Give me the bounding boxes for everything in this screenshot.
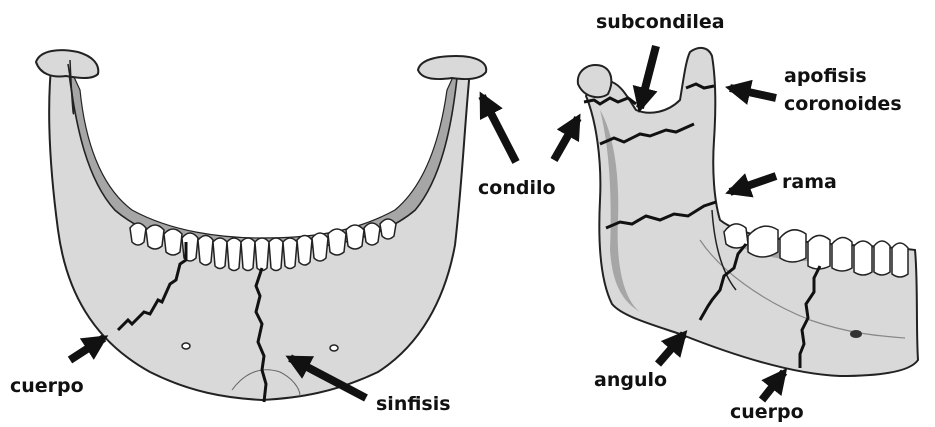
front-mandible — [36, 50, 486, 402]
label-cuerpo-side: cuerpo — [730, 401, 804, 423]
front-right-condyle — [418, 56, 486, 79]
label-rama: rama — [782, 171, 837, 193]
side-condyle — [578, 65, 612, 97]
cuerpo-side-arrow — [762, 372, 784, 400]
left-mental-foramen — [182, 343, 190, 349]
apofisis-arrow — [730, 88, 776, 98]
label-apofisis-line2: coronoides — [784, 93, 902, 115]
condilo-arrow-right — [554, 118, 578, 160]
label-sinfisis: sinfisis — [376, 393, 451, 415]
condilo-arrow-left — [482, 96, 516, 162]
label-angulo: angulo — [594, 369, 667, 391]
label-cuerpo-front: cuerpo — [10, 375, 84, 397]
front-left-condyle — [36, 50, 98, 78]
label-apofisis-line1: apofisis — [784, 65, 867, 87]
side-mental-foramen — [850, 330, 862, 338]
label-subcondilea: subcondilea — [596, 11, 725, 33]
right-mental-foramen — [330, 345, 338, 351]
angulo-arrow — [658, 334, 684, 364]
rama-arrow — [730, 176, 776, 192]
label-condilo: condilo — [478, 177, 556, 199]
subcondilea-arrow — [640, 46, 656, 108]
cuerpo-front-arrow — [70, 338, 104, 360]
